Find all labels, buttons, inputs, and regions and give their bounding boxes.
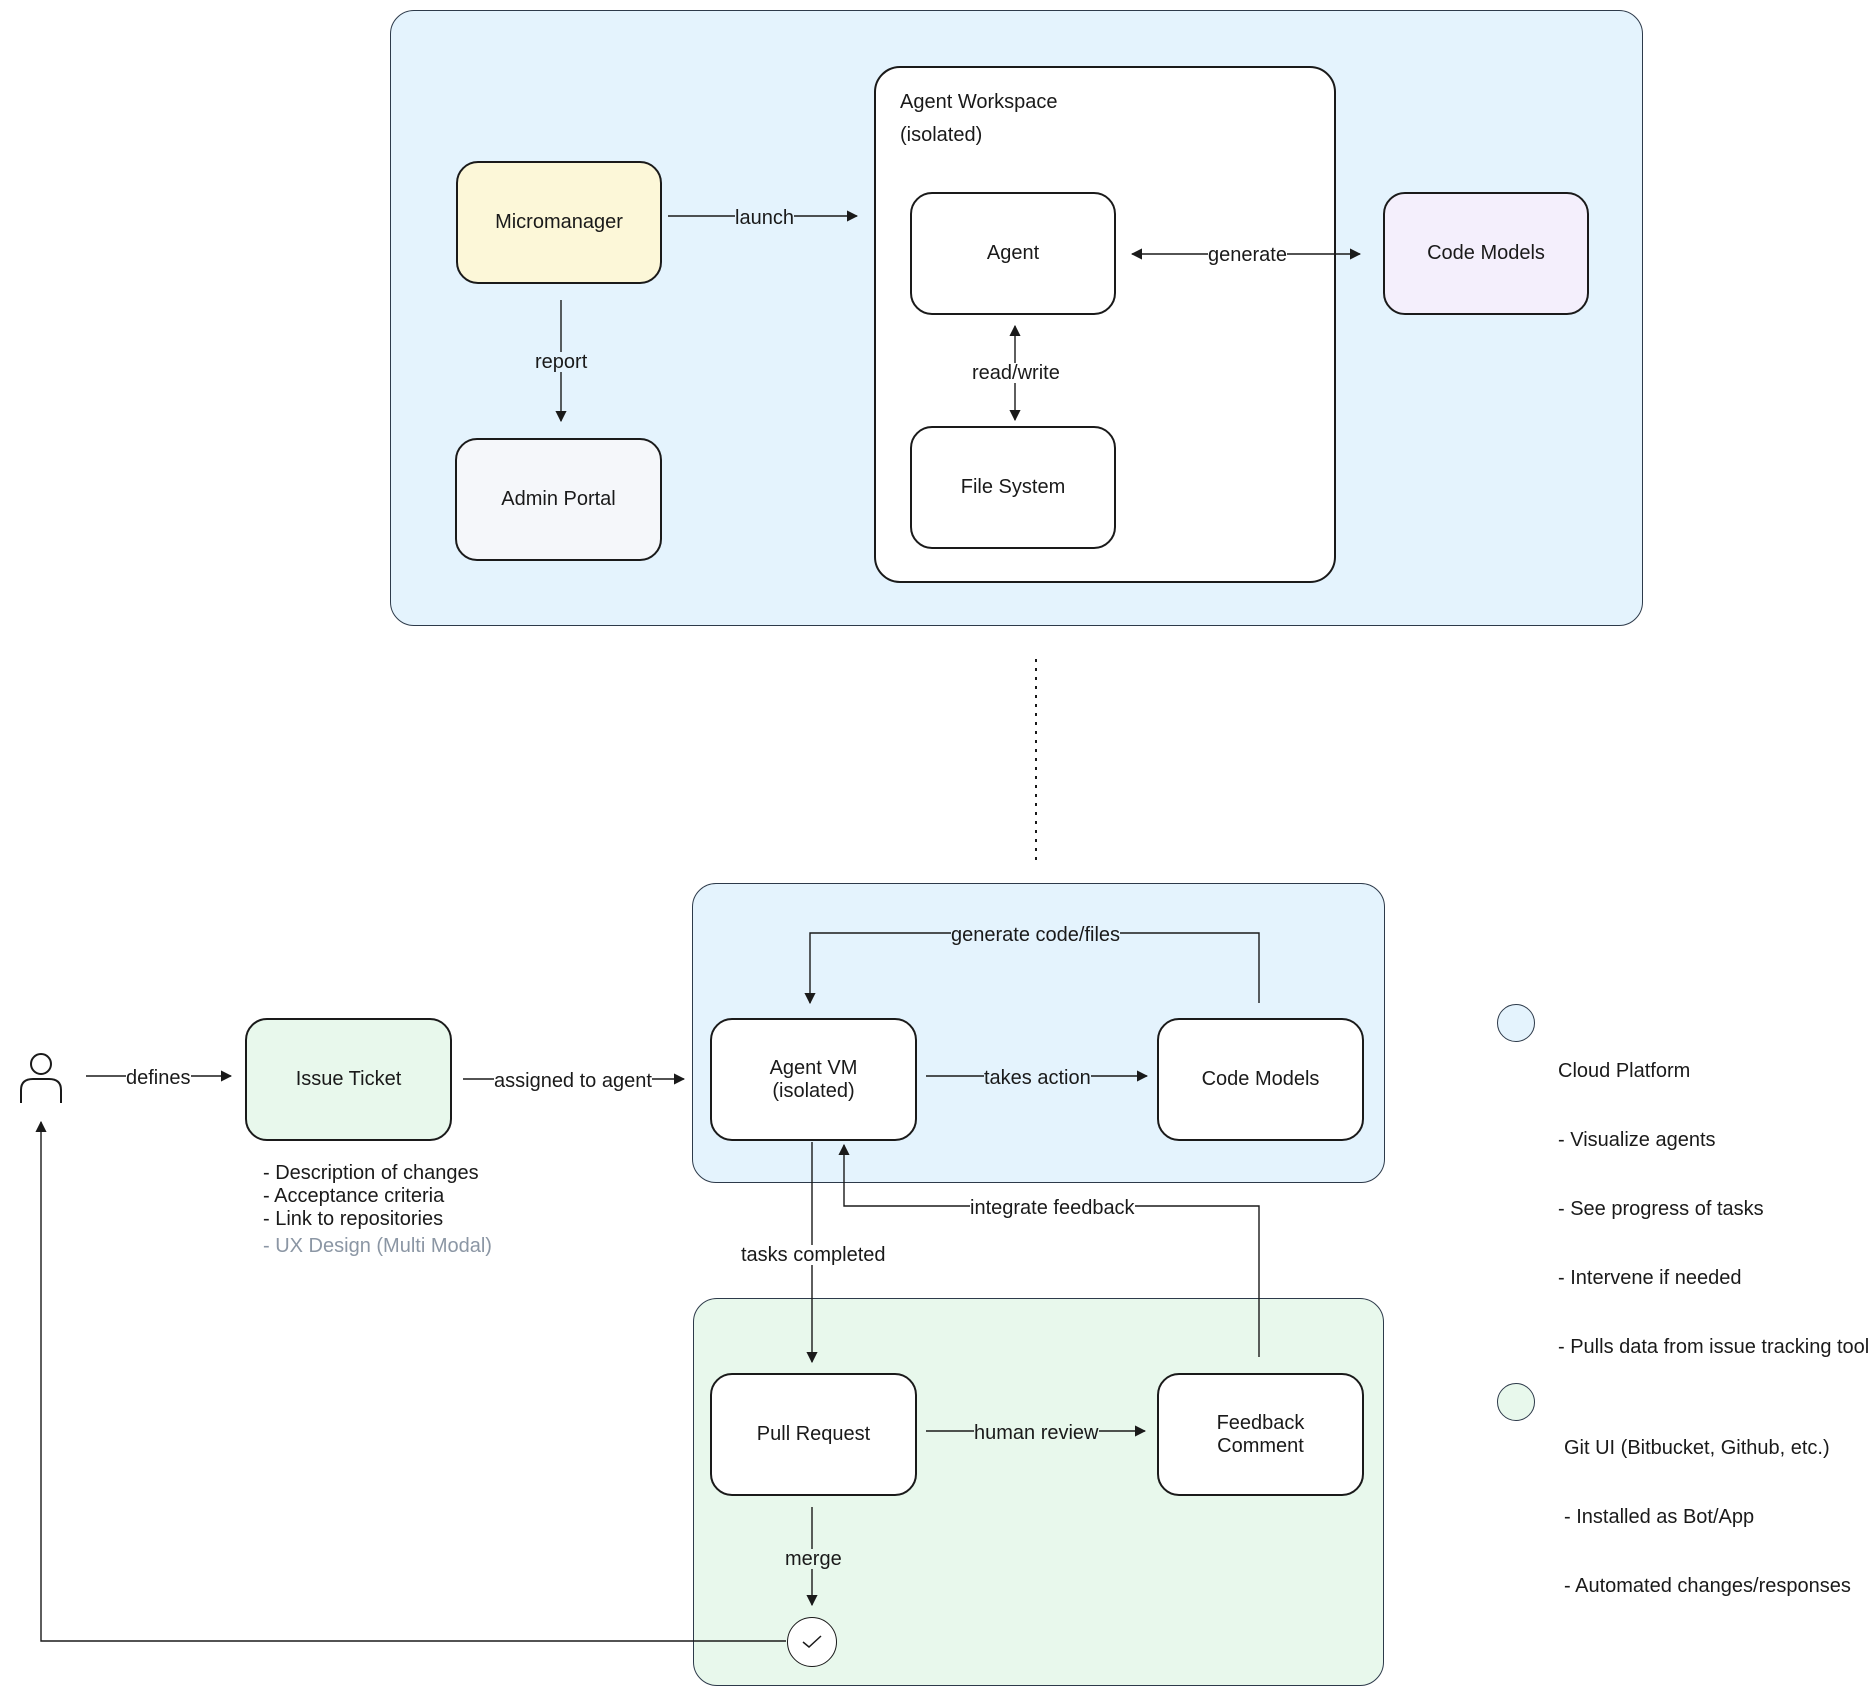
agent-workspace-title: Agent Workspace	[900, 91, 1058, 113]
legend-cloud-title: Cloud Platform	[1558, 1060, 1691, 1082]
legend-git-item: - Automated changes/responses	[1564, 1575, 1851, 1597]
ticket-note: - Description of changes	[263, 1162, 479, 1184]
pull-request-node[interactable]: Pull Request	[710, 1373, 917, 1496]
merge-label: merge	[785, 1548, 842, 1570]
agent-vm-node[interactable]: Agent VM (isolated)	[710, 1018, 917, 1141]
edge-integrate-feedback	[838, 1143, 1260, 1357]
issue-ticket-node[interactable]: Issue Ticket	[245, 1018, 452, 1141]
merge-complete-circle	[787, 1617, 837, 1667]
launch-label: launch	[735, 207, 794, 229]
agent-workspace-subtitle: (isolated)	[900, 124, 983, 146]
ticket-note-muted: - UX Design (Multi Modal)	[263, 1235, 492, 1257]
legend-git-swatch	[1497, 1383, 1535, 1421]
person-icon	[20, 1053, 62, 1103]
legend-cloud: Cloud Platform - Visualize agents - See …	[1558, 1014, 1869, 1382]
human-review-label: human review	[974, 1422, 1099, 1444]
legend-cloud-item: - Intervene if needed	[1558, 1267, 1742, 1289]
integrate-feedback-label: integrate feedback	[970, 1197, 1135, 1219]
ticket-note: - Link to repositories	[263, 1208, 444, 1230]
report-label: report	[535, 351, 588, 373]
legend-git-item: - Installed as Bot/App	[1564, 1506, 1755, 1528]
legend-cloud-item: - Visualize agents	[1558, 1129, 1716, 1151]
ticket-notes: - Description of changes - Acceptance cr…	[263, 1162, 492, 1258]
assigned-label: assigned to agent	[494, 1070, 652, 1092]
legend-cloud-item: - Pulls data from issue tracking tool	[1558, 1336, 1870, 1358]
micromanager-node[interactable]: Micromanager	[456, 161, 662, 284]
checkmark-icon	[802, 1635, 822, 1648]
tasks-completed-label: tasks completed	[741, 1244, 886, 1266]
readwrite-label: read/write	[972, 362, 1060, 384]
legend-cloud-swatch	[1497, 1004, 1535, 1042]
generate-label-top: generate	[1208, 244, 1287, 266]
legend-cloud-item: - See progress of tasks	[1558, 1198, 1764, 1220]
defines-label: defines	[126, 1067, 191, 1089]
legend-git-title: Git UI (Bitbucket, Github, etc.)	[1564, 1437, 1830, 1459]
file-system-node[interactable]: File System	[910, 426, 1116, 549]
admin-portal-node[interactable]: Admin Portal	[455, 438, 662, 561]
takes-action-label: takes action	[984, 1067, 1091, 1089]
edge-return	[35, 1120, 786, 1642]
legend-git: Git UI (Bitbucket, Github, etc.) - Insta…	[1564, 1391, 1851, 1621]
feedback-comment-node[interactable]: Feedback Comment	[1157, 1373, 1364, 1496]
ticket-note: - Acceptance criteria	[263, 1185, 445, 1207]
generate-code-label: generate code/files	[951, 924, 1121, 946]
agent-node[interactable]: Agent	[910, 192, 1116, 315]
code-models-node-top[interactable]: Code Models	[1383, 192, 1589, 315]
code-models-node-bottom[interactable]: Code Models	[1157, 1018, 1364, 1141]
